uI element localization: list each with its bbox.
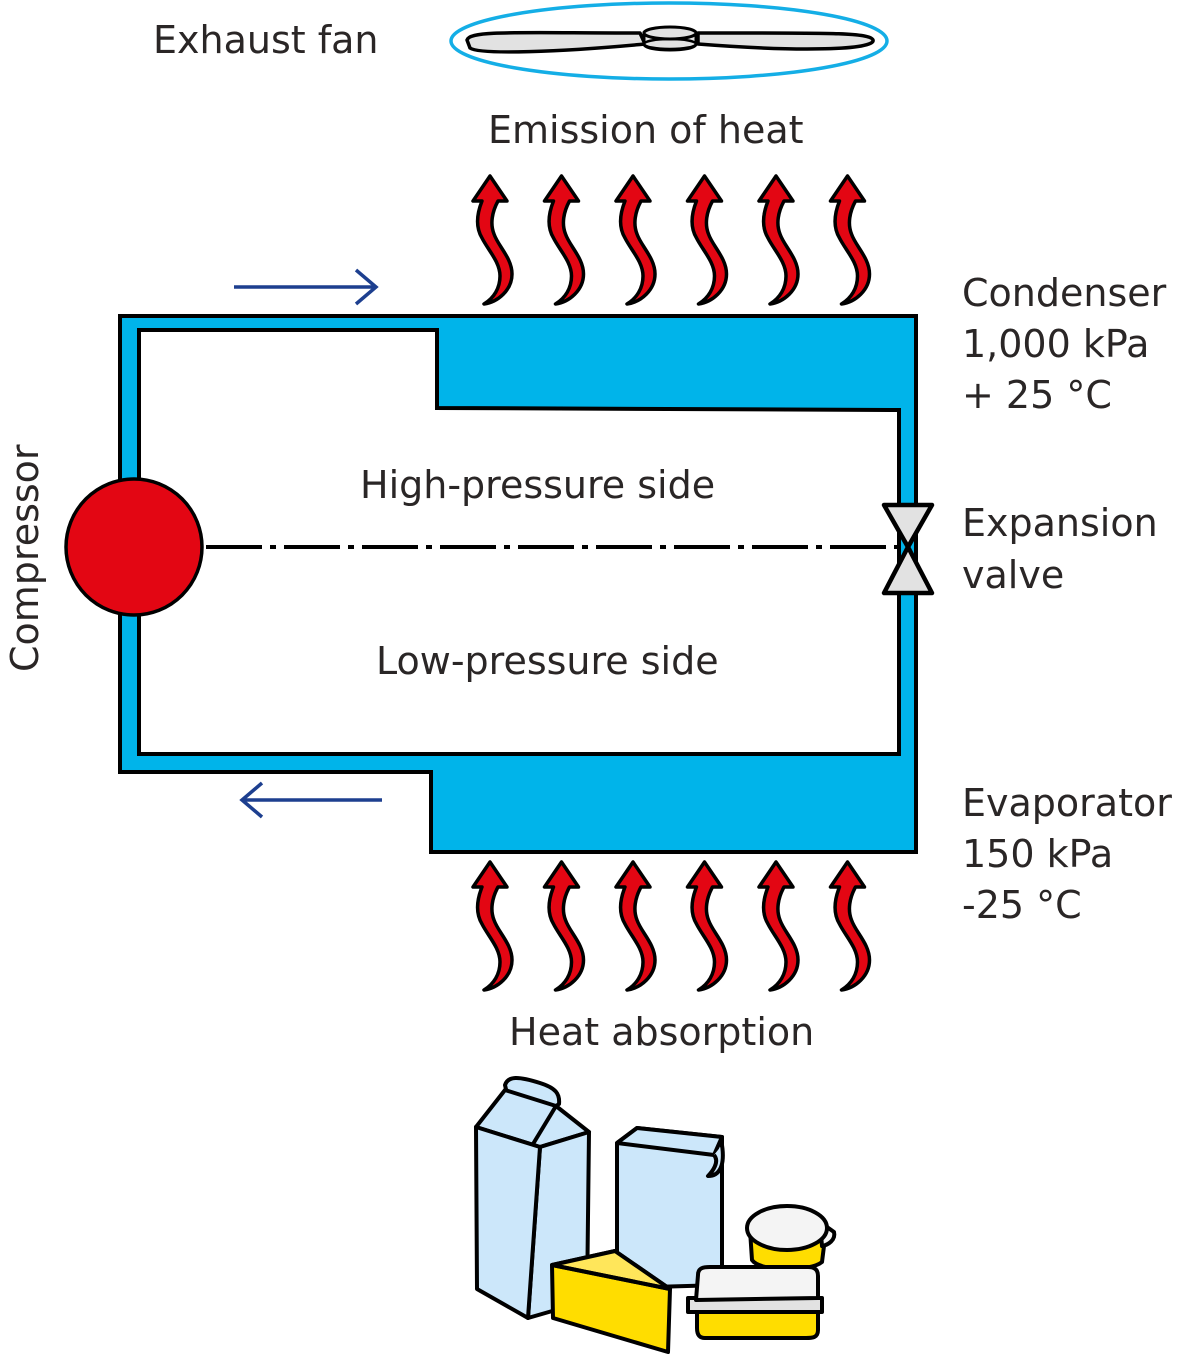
flow-arrow-left-icon [239, 781, 382, 819]
heat-absorption-arrow-icon [685, 860, 729, 992]
condenser-info: Condenser 1,000 kPa + 25 °C [962, 271, 1167, 417]
high-pressure-side-label: High-pressure side [360, 463, 715, 507]
low-pressure-side-label: Low-pressure side [376, 639, 719, 683]
compressor-label: Compressor [3, 444, 47, 672]
expansion-valve-icon [881, 502, 935, 596]
expansion-valve-label-line2: valve [962, 553, 1064, 597]
heat-emission-arrow-icon [471, 174, 514, 306]
cheese-wedge-icon [550, 1249, 672, 1354]
emission-of-heat-label: Emission of heat [488, 108, 804, 152]
condenser-name: Condenser [962, 271, 1167, 315]
heat-absorption-arrow-icon [542, 860, 586, 992]
evaporator-info: Evaporator 150 kPa -25 °C [962, 781, 1172, 927]
flow-arrow-right-icon [234, 268, 379, 306]
exhaust-fan-icon [449, 1, 889, 81]
heat-emission-arrow-icon [685, 174, 729, 306]
condenser-temperature: + 25 °C [962, 373, 1112, 417]
yogurt-cup-icon [745, 1204, 837, 1272]
heat-emission-arrow-icon [757, 174, 800, 306]
heat-emission-arrow-icon [542, 174, 586, 306]
heat-emission-arrow-icon [614, 174, 657, 306]
food-items [474, 1076, 837, 1354]
refrigerant-circuit [118, 314, 918, 854]
heat-absorption-arrow-icon [828, 860, 872, 992]
milk-carton-icon [474, 1076, 591, 1320]
expansion-valve-label-line1: Expansion [962, 501, 1158, 545]
heat-absorption-arrow-icon [471, 860, 514, 992]
condenser-pressure: 1,000 kPa [962, 322, 1149, 366]
compressor-icon [64, 477, 204, 617]
heat-emission-arrow-icon [828, 174, 872, 306]
heat-absorption-label: Heat absorption [509, 1010, 814, 1054]
heat-emission-arrows [471, 174, 872, 306]
evaporator-name: Evaporator [962, 781, 1172, 825]
exhaust-fan-label: Exhaust fan [153, 18, 378, 62]
heat-absorption-arrow-icon [757, 860, 800, 992]
evaporator-temperature: -25 °C [962, 883, 1082, 927]
food-container-icon [686, 1265, 824, 1340]
evaporator-pressure: 150 kPa [962, 832, 1113, 876]
heat-absorption-arrow-icon [614, 860, 657, 992]
heat-absorption-arrows [471, 860, 872, 992]
